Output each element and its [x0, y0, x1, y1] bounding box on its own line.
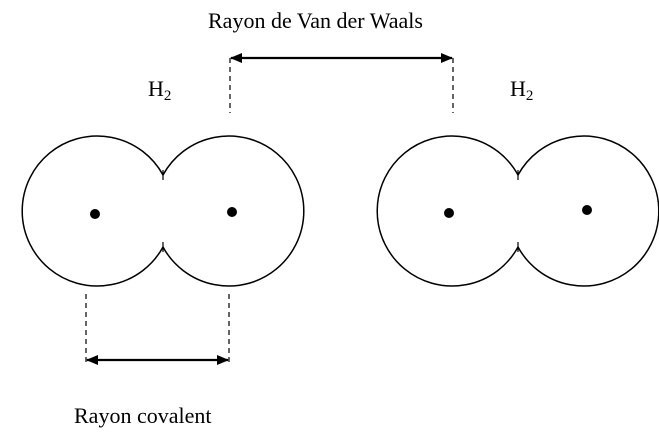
covalent-radius-label: Rayon covalent	[74, 403, 212, 428]
molecule-left-symbol: H	[148, 76, 164, 101]
right-molecule-nucleus-2	[582, 205, 592, 215]
left-molecule-outline	[21, 135, 305, 287]
molecule-left-subscript: 2	[163, 88, 172, 104]
molecule-right-symbol: H	[510, 76, 526, 101]
molecule-label-left: H2	[148, 78, 171, 104]
left-molecule-nucleus-2	[227, 207, 237, 217]
left-molecule-nucleus-1	[90, 209, 100, 219]
van-der-waals-radius-label: Rayon de Van der Waals	[208, 8, 423, 33]
right-molecule-nucleus-1	[444, 208, 454, 218]
molecule-right-subscript: 2	[525, 88, 534, 104]
right-molecule-outline	[376, 135, 659, 287]
molecule-label-right: H2	[510, 78, 533, 104]
